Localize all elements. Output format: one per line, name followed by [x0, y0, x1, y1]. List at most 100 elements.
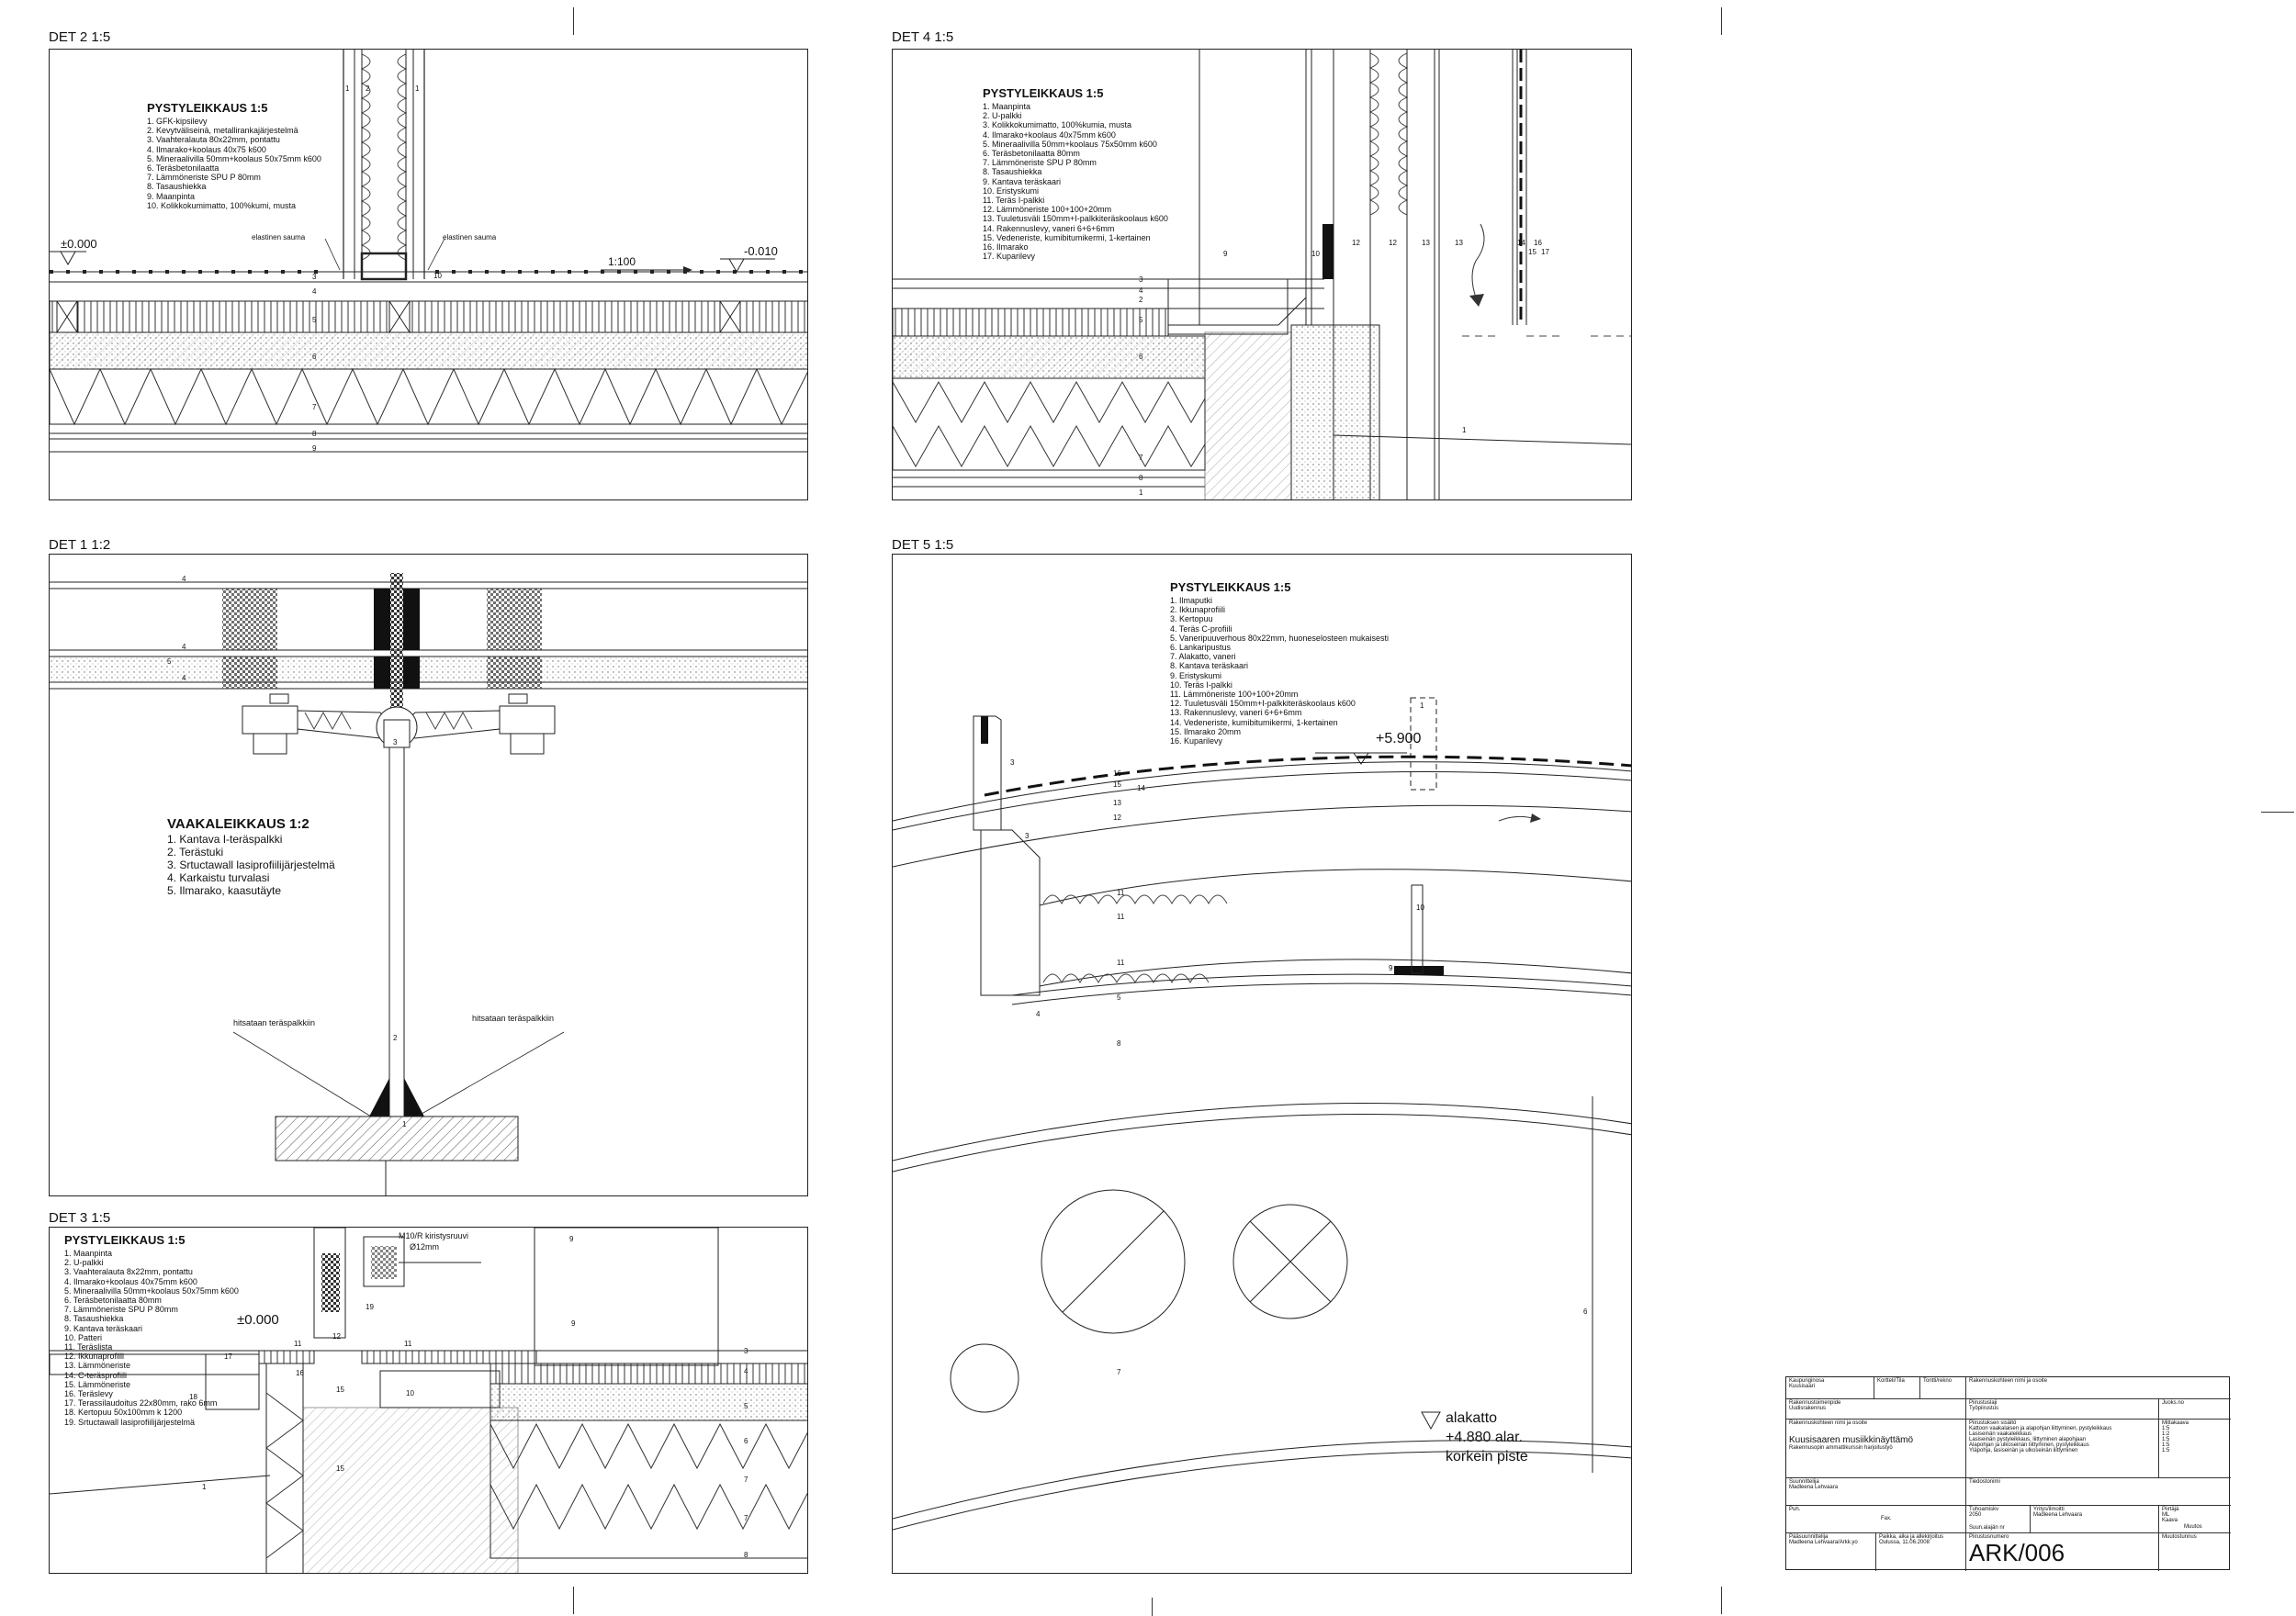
- legend-item: 4. Teräs C-profiili: [1170, 623, 1232, 634]
- callout: 4: [312, 287, 317, 296]
- callout: 11: [404, 1340, 412, 1348]
- legend-item: 1. Kantava I-teräspalkki: [167, 833, 283, 846]
- legend-item: 1. Ilmaputki: [1170, 596, 1213, 605]
- panel-title-det2: DET 2 1:5: [49, 29, 111, 45]
- legend-item: 12. Ikkunaprofiili: [64, 1352, 125, 1362]
- level-label-left: ±0.000: [61, 237, 97, 251]
- callout: 10: [1311, 250, 1320, 258]
- joint-label-left: elastinen sauma: [252, 233, 306, 241]
- tb-cell: Rakennuskohteen nimi ja osoite Kuusisaar…: [1786, 1420, 1966, 1478]
- legend-item: 11. Teräs I-palkki: [983, 196, 1045, 206]
- callout: 17: [1541, 248, 1549, 256]
- panel-title-det3: DET 3 1:5: [49, 1210, 111, 1226]
- callout: 17: [224, 1352, 232, 1361]
- legend-item: 8. Tasaushiekka: [147, 182, 207, 192]
- callout: 13: [1422, 239, 1430, 247]
- legend-item: 17. Kuparilevy: [983, 252, 1036, 262]
- ceiling-label-2: +4.880 alar.: [1446, 1430, 1524, 1445]
- callout: 10: [406, 1389, 414, 1397]
- legend-item: 11. Teräslista: [64, 1342, 113, 1352]
- legend-item: 16. Teräslevy: [64, 1389, 113, 1399]
- tb-cell: Puh.: [1786, 1506, 1966, 1533]
- callout: 12: [1389, 239, 1397, 247]
- callout: 4: [744, 1367, 748, 1375]
- legend-item: 7. Lämmöneriste SPU P 80mm: [147, 173, 261, 183]
- callout: 5: [744, 1402, 748, 1410]
- callout: 12: [1113, 814, 1121, 822]
- joint-label-right: elastinen sauma: [443, 233, 497, 241]
- detail-panel-det1: VAAKALEIKKAUS 1:2 1. Kantava I-teräspalk…: [49, 554, 808, 1196]
- tb-cell: Muutos: [2184, 1524, 2202, 1530]
- legend-item: 14. C-teräsprofiili: [64, 1370, 128, 1380]
- crop-mark: [1721, 7, 1723, 35]
- bolt-size-label: Ø12mm: [410, 1242, 440, 1251]
- callout: 9: [571, 1319, 576, 1328]
- callout: 10: [1416, 903, 1424, 912]
- legend-item: 6. Teräsbetonilaatta 80mm: [64, 1296, 162, 1306]
- tb-cell: Mittakaava 1:5 1:2 1:5 1:5 1:5: [2159, 1420, 2231, 1478]
- legend-item: 18. Kertopuu 50x100mm k 1200: [64, 1408, 183, 1418]
- callout: 7: [1139, 454, 1143, 462]
- callout: 3: [1139, 275, 1143, 284]
- legend-item: 7. Lämmöneriste SPU P 80mm: [983, 158, 1097, 168]
- tb-cell: Tiedostonimi: [1966, 1478, 2231, 1506]
- callout: 16: [1113, 769, 1121, 778]
- legend-item: 4. Ilmarako+koolaus 40x75mm k600: [64, 1276, 197, 1286]
- callout: 7: [744, 1476, 748, 1484]
- callout: 1: [345, 84, 350, 93]
- legend-item: 3. Kertopuu: [1170, 614, 1213, 624]
- detail-panel-det3: PYSTYLEIKKAUS 1:5 1. Maanpinta 2. U-palk…: [49, 1227, 808, 1574]
- legend-item: 17. Terassilaudoitus 22x80mm, rako 6mm: [64, 1398, 218, 1408]
- tb-cell: Piirustuksen sisältö Kattoon vaakalaisen…: [1966, 1420, 2159, 1478]
- panel-title-det1: DET 1 1:2: [49, 537, 111, 553]
- callout: 15: [1528, 248, 1536, 256]
- det3-legend-title: PYSTYLEIKKAUS 1:5: [64, 1233, 186, 1247]
- legend-item: 5. Mineraalivilla 50mm+koolaus 50x75mm k…: [64, 1285, 239, 1296]
- legend-item: 1. Maanpinta: [64, 1249, 113, 1258]
- detail-panel-det4: PYSTYLEIKKAUS 1:5 1. Maanpinta 2. U-palk…: [892, 49, 1632, 500]
- callout: 2: [393, 1034, 398, 1042]
- legend-item: 10. Patteri: [64, 1332, 103, 1342]
- tb-cell: Suun.alajän nr: [1969, 1525, 2005, 1531]
- callout: 15: [336, 1386, 344, 1394]
- legend-item: 4. Ilmarako+koolaus 40x75 k600: [147, 144, 266, 154]
- legend-item: 2. U-palkki: [64, 1258, 104, 1268]
- legend-item: 15. Vedeneriste, kumibitumikermi, 1-kert…: [983, 232, 1151, 242]
- callout: 13: [1113, 799, 1121, 807]
- callout: 16: [296, 1369, 304, 1377]
- level-label-top: +5.900: [1376, 731, 1422, 746]
- legend-item: 16. Kuparilevy: [1170, 736, 1223, 746]
- callout: 4: [182, 575, 186, 583]
- legend-item: 13. Rakennuslevy, vaneri 6+6+6mm: [1170, 708, 1302, 718]
- det4-legend-title: PYSTYLEIKKAUS 1:5: [983, 86, 1104, 100]
- legend-item: 10. Kolikkokumimatto, 100%kumi, musta: [147, 200, 297, 210]
- callout: 1: [202, 1483, 207, 1491]
- callout: 3: [312, 273, 317, 281]
- crop-mark: [2261, 812, 2294, 814]
- det4-drawing: [893, 50, 1631, 499]
- callout: 9: [312, 444, 317, 453]
- legend-item: 10. Eristyskumi: [983, 185, 1040, 196]
- det2-legend-title: PYSTYLEIKKAUS 1:5: [147, 101, 268, 115]
- det5-legend: PYSTYLEIKKAUS 1:5 1. Ilmaputki 2. Ikkuna…: [1170, 580, 1389, 746]
- legend-item: 9. Kantava teräskaari: [983, 176, 1062, 186]
- callout: 6: [1583, 1307, 1588, 1316]
- callout: 9: [1223, 250, 1228, 258]
- legend-item: 4. Karkaistu turvalasi: [167, 871, 270, 884]
- legend-item: 2. Kevytväliseinä, metallirankajärjestel…: [147, 126, 298, 136]
- legend-item: 3. Srtuctawall lasiprofiilijärjestelmä: [167, 858, 335, 871]
- det3-drawing: [50, 1228, 807, 1573]
- callout: 11: [1117, 959, 1125, 967]
- callout: 8: [744, 1551, 748, 1559]
- det2-legend: PYSTYLEIKKAUS 1:5 1. GFK-kipsilevy 2. Ke…: [147, 101, 321, 210]
- det4-legend: PYSTYLEIKKAUS 1:5 1. Maanpinta 2. U-palk…: [983, 86, 1168, 261]
- legend-item: 13. Lämmöneriste: [64, 1361, 131, 1371]
- callout: 11: [1117, 913, 1125, 921]
- legend-item: 8. Kantava teräskaari: [1170, 661, 1249, 671]
- legend-item: 9. Maanpinta: [147, 191, 196, 201]
- callout: 3: [744, 1347, 748, 1355]
